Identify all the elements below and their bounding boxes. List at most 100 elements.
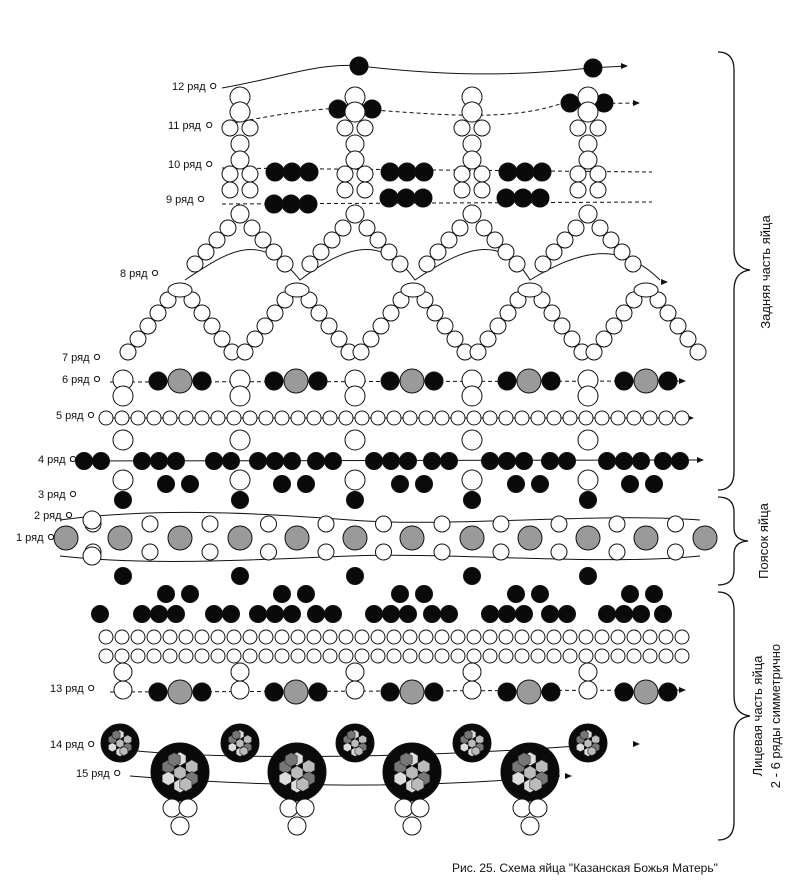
bead-black bbox=[264, 371, 284, 391]
bead-black bbox=[463, 567, 481, 585]
bead-white bbox=[594, 629, 610, 645]
bead-white bbox=[82, 510, 102, 530]
bead-white bbox=[386, 410, 402, 426]
bead-white bbox=[446, 330, 464, 348]
bead-white bbox=[429, 243, 447, 261]
bead-white bbox=[624, 255, 642, 273]
cabochon-facet bbox=[471, 746, 481, 757]
start-marker-icon bbox=[69, 490, 77, 498]
bead-white bbox=[498, 629, 514, 645]
row-label-r9: 9 ряд bbox=[166, 194, 194, 206]
bead-black bbox=[157, 585, 175, 603]
bead-black bbox=[579, 567, 597, 585]
bead-white bbox=[594, 410, 610, 426]
bead-black bbox=[621, 585, 639, 603]
bead-white bbox=[462, 662, 482, 682]
bead-white bbox=[276, 255, 294, 273]
bead-black bbox=[380, 371, 400, 391]
bead-black bbox=[349, 56, 369, 76]
bead-white bbox=[577, 385, 599, 407]
bead-gray bbox=[167, 525, 193, 551]
bead-black bbox=[92, 452, 110, 470]
row-label-r13: 13 ряд bbox=[50, 683, 84, 695]
bead-white bbox=[450, 629, 466, 645]
bead-white bbox=[290, 410, 306, 426]
bead-black bbox=[598, 452, 616, 470]
start-marker-icon bbox=[65, 511, 73, 519]
bead-white bbox=[577, 101, 599, 123]
bead-gray bbox=[692, 525, 718, 551]
side-brace-back bbox=[717, 51, 751, 491]
row-label-r14: 14 ряд bbox=[50, 739, 84, 751]
bead-white bbox=[243, 219, 261, 237]
bead-white bbox=[613, 243, 631, 261]
arrow-head-icon bbox=[679, 378, 686, 384]
bead-white bbox=[674, 410, 690, 426]
bead-white bbox=[290, 629, 306, 645]
bead-white bbox=[345, 204, 365, 224]
bead-black bbox=[463, 491, 481, 509]
side-label-belt: Поясок яйца bbox=[756, 502, 771, 579]
bead-white bbox=[492, 543, 510, 561]
bead-white bbox=[301, 255, 319, 273]
bead-white bbox=[658, 648, 674, 664]
bead-black bbox=[297, 585, 315, 603]
bead-gray bbox=[516, 368, 542, 394]
bead-white bbox=[129, 330, 147, 348]
bead-white bbox=[194, 648, 210, 664]
bead-white bbox=[499, 304, 517, 322]
bead-white bbox=[433, 543, 451, 561]
cabochon-facet bbox=[411, 777, 425, 792]
bead-white bbox=[543, 304, 561, 322]
bead-white bbox=[201, 515, 219, 533]
bead-black bbox=[598, 605, 616, 623]
bead-black bbox=[299, 162, 319, 182]
bead-white bbox=[226, 629, 242, 645]
row-label-r8: 8 ряд bbox=[120, 268, 148, 280]
bead-black bbox=[496, 188, 516, 208]
bead-white bbox=[534, 255, 552, 273]
bead-white bbox=[482, 648, 498, 664]
bead-white bbox=[466, 629, 482, 645]
bead-white bbox=[344, 101, 366, 123]
bead-black bbox=[541, 605, 559, 623]
bead-black bbox=[307, 452, 325, 470]
bead-white bbox=[330, 330, 348, 348]
bead-black bbox=[283, 605, 301, 623]
cabochon-facet bbox=[529, 777, 543, 792]
bead-white bbox=[578, 134, 598, 154]
bead-black bbox=[298, 194, 318, 214]
bead-black bbox=[114, 491, 132, 509]
bead-white bbox=[553, 317, 571, 335]
bead-white bbox=[345, 680, 365, 700]
bead-white bbox=[402, 816, 422, 836]
bead-gray bbox=[516, 679, 542, 705]
bead-white bbox=[208, 231, 226, 249]
bead-black bbox=[614, 371, 634, 391]
bead-gray bbox=[517, 525, 543, 551]
bead-white bbox=[201, 543, 219, 561]
bead-white bbox=[486, 231, 504, 249]
bead-white bbox=[562, 410, 578, 426]
bead-white bbox=[608, 515, 626, 533]
bead-white bbox=[178, 798, 198, 818]
bead-black bbox=[414, 162, 434, 182]
row-label-r5: 5 ряд bbox=[56, 410, 84, 422]
bead-white bbox=[461, 101, 483, 123]
bead-black bbox=[249, 452, 267, 470]
bead-black bbox=[645, 585, 663, 603]
bead-white bbox=[344, 385, 366, 407]
bead-white bbox=[221, 119, 239, 137]
bead-white bbox=[258, 629, 274, 645]
bead-white bbox=[167, 282, 193, 298]
bead-black bbox=[498, 605, 516, 623]
cabochon-facet bbox=[579, 729, 589, 740]
bead-white bbox=[274, 629, 290, 645]
bead-black bbox=[530, 188, 550, 208]
bead-white bbox=[178, 410, 194, 426]
bead-black bbox=[380, 682, 400, 702]
bead-white bbox=[375, 543, 392, 561]
cabochon-facet bbox=[108, 742, 117, 753]
bead-black bbox=[150, 452, 168, 470]
bead-black bbox=[75, 452, 93, 470]
